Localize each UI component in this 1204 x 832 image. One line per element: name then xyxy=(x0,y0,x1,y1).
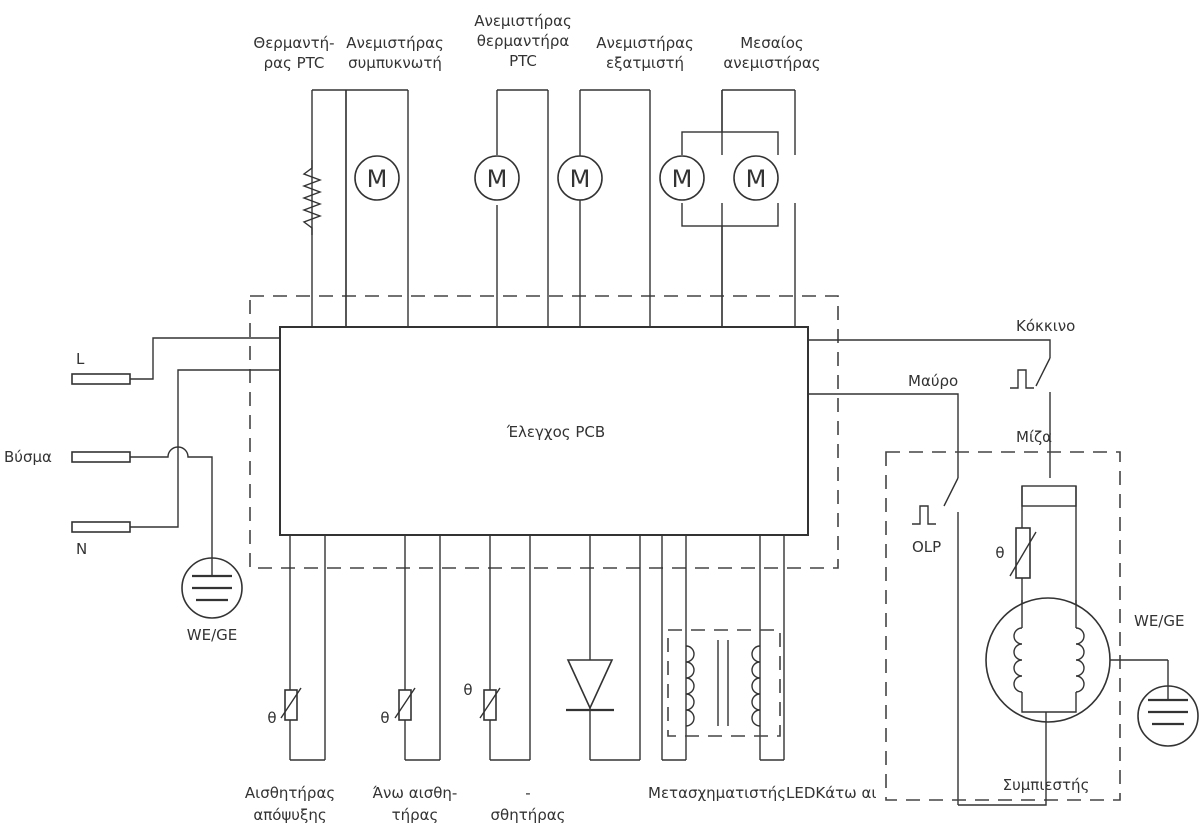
ptc-heater-label-2: ρας PTC xyxy=(264,54,325,72)
middle-fan-motor-1-icon xyxy=(659,155,705,201)
ptc-heater-fan-label-1: Ανεμιστήρας xyxy=(474,12,572,30)
motor-label: M xyxy=(672,165,693,193)
condenser-fan-motor-icon xyxy=(354,155,400,201)
motor-label: M xyxy=(487,165,508,193)
ptc-heater-fan-label-2: θερμαντήρα xyxy=(477,32,570,50)
line-terminal xyxy=(71,373,131,385)
thermistor-icon xyxy=(483,689,497,721)
ptc-heater-fan-label-3: PTC xyxy=(509,52,537,70)
theta-label: θ xyxy=(380,709,389,727)
middle-fan-label-2: ανεμιστήρας xyxy=(723,54,820,72)
pulse-icon xyxy=(1010,369,1034,389)
compressor-label: Συμπιεστής xyxy=(1003,776,1090,794)
motor-label: M xyxy=(367,165,388,193)
defrost-sensor-label-2: απόψυξης xyxy=(253,806,326,824)
defrost-sensor-label-1: Αισθητήρας xyxy=(245,784,335,802)
pcb-label: Έλεγχος PCB xyxy=(506,423,605,441)
middle-fan-circuit: M M xyxy=(658,89,798,327)
transformer-circuit xyxy=(661,535,785,761)
olp-label: OLP xyxy=(912,538,941,556)
neutral-terminal xyxy=(71,521,131,533)
ptc-heater-circuit xyxy=(302,89,347,327)
red-wire-label: Κόκκινο xyxy=(1016,317,1075,335)
pcb-box xyxy=(279,326,809,536)
power-input xyxy=(71,337,280,619)
condenser-fan-label-2: συμπυκνωτή xyxy=(348,54,442,72)
upper-sensor-label-1: Άνω αισθη- xyxy=(373,784,458,802)
sensor3-label-1: - xyxy=(525,784,530,802)
theta-label: θ xyxy=(267,709,276,727)
condenser-fan-label-1: Ανεμιστήρας xyxy=(346,34,444,52)
thermistor-icon xyxy=(398,689,412,721)
wick-label: Μίζα xyxy=(1016,428,1052,446)
plug-label: Βύσμα xyxy=(4,448,52,466)
transformer-coil-right-icon xyxy=(751,645,761,727)
neutral-label: N xyxy=(76,540,87,558)
motor-label: M xyxy=(746,165,767,193)
line-label: L xyxy=(76,350,85,368)
transformer-led-label: ΜετασχηματιστήςLEDΚάτω αι xyxy=(648,784,876,802)
defrost-sensor-circuit: θ xyxy=(267,535,326,761)
middle-fan-label-1: Μεσαίος xyxy=(740,34,804,52)
condenser-fan-circuit: M xyxy=(345,89,409,327)
compressor-coil-right-icon xyxy=(1075,627,1085,693)
compressor-ground-label: WE/GE xyxy=(1134,612,1184,630)
ground-label: WE/GE xyxy=(187,626,237,644)
pcb-enclosure xyxy=(249,295,839,569)
sensor3-label-2: σθητήρας xyxy=(491,806,566,824)
led-circuit xyxy=(566,535,641,761)
sensor3-circuit: θ xyxy=(463,535,531,761)
diode-icon xyxy=(566,659,614,710)
transformer-enclosure xyxy=(667,629,781,737)
resistor-icon xyxy=(302,160,322,235)
evaporator-fan-circuit: M xyxy=(557,89,651,327)
transformer-coil-left-icon xyxy=(685,645,695,727)
thermistor-icon xyxy=(284,689,298,721)
ptc-heater-label-1: Θερμαντή- xyxy=(253,34,334,52)
olp-switch xyxy=(943,477,959,507)
theta-label: θ xyxy=(463,681,472,699)
pulse-icon xyxy=(912,505,936,525)
black-wire-label: Μαύρο xyxy=(908,372,958,390)
starter-switch xyxy=(1035,357,1051,387)
ptc-heater-fan-motor-icon xyxy=(474,155,520,201)
upper-sensor-label-2: τήρας xyxy=(392,806,439,824)
middle-fan-motor-2-icon xyxy=(733,155,779,201)
theta-label: θ xyxy=(995,544,1004,562)
motor-label: M xyxy=(570,165,591,193)
evaporator-fan-label-1: Ανεμιστήρας xyxy=(596,34,694,52)
ptc-heater-fan-circuit: M xyxy=(474,89,549,327)
evaporator-fan-motor-icon xyxy=(557,155,603,201)
upper-sensor-circuit: θ xyxy=(380,535,441,761)
compressor-enclosure xyxy=(885,451,1121,801)
evaporator-fan-label-2: εξατμιστή xyxy=(606,54,684,72)
compressor-motor-icon xyxy=(985,597,1111,723)
compressor-coil-left-icon xyxy=(1013,627,1023,693)
plug-terminal xyxy=(71,451,131,463)
